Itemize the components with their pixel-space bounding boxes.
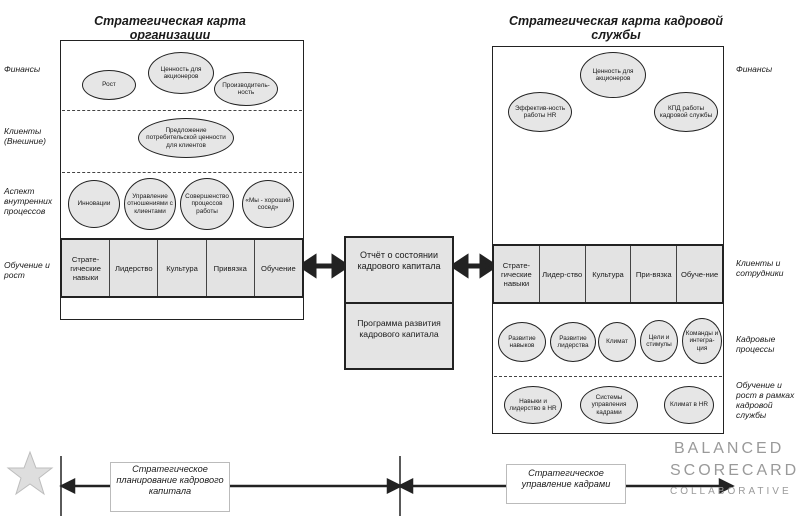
brand-line-3: COLLABORATIVE — [670, 486, 792, 497]
right-perspective-learning: Обучение и рост в рамках кадровой службы — [736, 380, 795, 420]
left-perspective-clients: Клиенты (Внешние) — [4, 126, 46, 146]
left-process-crm: Управление отношениями с клиентами — [124, 178, 176, 230]
left-client-value-proposition: Предложение потребительской ценности для… — [138, 118, 234, 158]
left-perspective-learning: Обучение и рост — [4, 260, 50, 280]
left-map-title: Стратегическая карта организации — [94, 14, 246, 42]
right-perspective-processes: Кадровые процессы — [736, 334, 776, 354]
center-report-label: Отчёт о состоянии кадрового капитала — [357, 250, 441, 271]
right-finance-hr-efficiency: Эффектив-ность работы HR — [508, 92, 572, 132]
right-process-teams: Команды и интегра-ция — [682, 318, 722, 364]
left-learning-band: Страте-гические навыки Лидерство Культур… — [60, 238, 304, 298]
right-process-leadership: Развитие лидерства — [550, 322, 596, 362]
right-clients-training: Обуче-ние — [680, 269, 719, 279]
left-finance-productivity: Производитель-ность — [214, 72, 278, 106]
center-program-label: Программа развития кадрового капитала — [357, 318, 441, 339]
left-process-excellence: Совершенство процессов работы — [180, 178, 234, 230]
right-learning-hr-systems: Системы управления кадрами — [580, 386, 638, 424]
right-divider-1 — [494, 376, 722, 377]
right-learning-hr-skills: Навыки и лидерство в HR — [504, 386, 562, 424]
brand-line-2: SCORECARD — [670, 462, 800, 479]
right-perspective-finance: Финансы — [736, 64, 773, 74]
right-clients-alignment: При-вязка — [631, 246, 678, 302]
left-learning-culture: Культура — [158, 240, 207, 296]
right-finance-hr-kpi: КПД работы кадровой службы — [654, 92, 718, 132]
right-finance-shareholder-value: Ценность для акционеров — [580, 52, 646, 98]
left-finance-growth: Рост — [82, 70, 136, 100]
right-learning-hr-climate: Климат в HR — [664, 386, 714, 424]
right-perspective-clients: Клиенты и сотрудники — [736, 258, 784, 278]
right-clients-strategic-skills: Страте-гические навыки — [494, 246, 540, 302]
timeline-left-label: Стратегическое планирование кадрового ка… — [116, 464, 224, 496]
left-learning-training: Обучение — [261, 263, 296, 273]
left-divider-1 — [62, 110, 302, 111]
timeline-left-box — [110, 462, 230, 512]
left-divider-2 — [62, 172, 302, 173]
brand-line-1: BALANCED — [674, 440, 785, 457]
right-process-skills: Развитие навыков — [498, 322, 546, 362]
right-map-title: Стратегическая карта кадровой службы — [508, 14, 724, 42]
right-process-goals: Цели и стимулы — [640, 320, 678, 362]
left-learning-alignment: Привязка — [207, 240, 255, 296]
right-clients-band: Страте-гические навыки Лидер-ство Культу… — [492, 244, 724, 304]
left-process-good-neighbor: «Мы - хороший сосед» — [242, 180, 294, 228]
left-perspective-processes: Аспект внутренних процессов — [4, 186, 53, 216]
center-separator — [346, 302, 452, 304]
left-learning-strategic-skills: Страте-гические навыки — [62, 240, 111, 296]
left-learning-leadership: Лидерство — [110, 240, 159, 296]
timeline-right-box — [506, 464, 626, 504]
left-perspective-finance: Финансы — [4, 64, 41, 74]
left-finance-shareholder-value: Ценность для акционеров — [148, 52, 214, 94]
timeline-right-label: Стратегическое управление кадрами — [521, 468, 611, 489]
right-clients-culture: Культура — [586, 246, 632, 302]
left-process-innovation: Инновации — [68, 180, 120, 228]
right-process-climate: Климат — [598, 322, 636, 362]
right-clients-leadership: Лидер-ство — [540, 246, 586, 302]
